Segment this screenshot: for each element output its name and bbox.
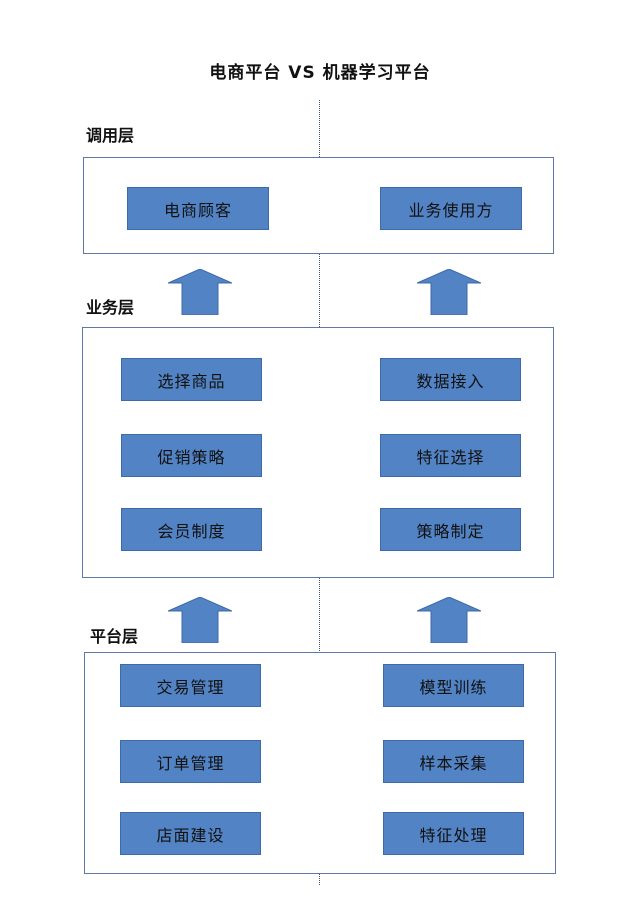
node-store-building: 店面建设 [120,812,261,855]
business-layer-box: 选择商品 促销策略 会员制度 数据接入 特征选择 策略制定 [82,327,554,578]
node-business-user: 业务使用方 [380,187,522,230]
node-order-management: 订单管理 [120,740,261,783]
node-membership-system: 会员制度 [121,508,262,551]
platform-layer-label: 平台层 [90,627,139,646]
node-sample-collection: 样本采集 [383,740,524,783]
node-feature-selection: 特征选择 [380,434,521,477]
platform-layer-box: 交易管理 订单管理 店面建设 模型训练 样本采集 特征处理 [84,652,556,874]
up-arrow-icon [168,269,232,315]
node-strategy-making: 策略制定 [380,508,521,551]
node-ecommerce-customer: 电商顾客 [127,187,269,230]
up-arrow-icon [417,269,481,315]
page-title: 电商平台 VS 机器学习平台 [209,63,431,83]
node-choose-product: 选择商品 [121,358,262,401]
up-arrow-icon [168,597,232,643]
node-data-access: 数据接入 [380,358,521,401]
node-feature-processing: 特征处理 [383,812,524,855]
node-promotion-strategy: 促销策略 [121,434,262,477]
call-layer-box: 电商顾客 业务使用方 [83,157,554,254]
business-layer-label: 业务层 [86,298,135,317]
call-layer-label: 调用层 [86,126,135,145]
up-arrow-icon [417,597,481,643]
node-model-training: 模型训练 [383,664,524,707]
node-transaction-management: 交易管理 [120,664,261,707]
